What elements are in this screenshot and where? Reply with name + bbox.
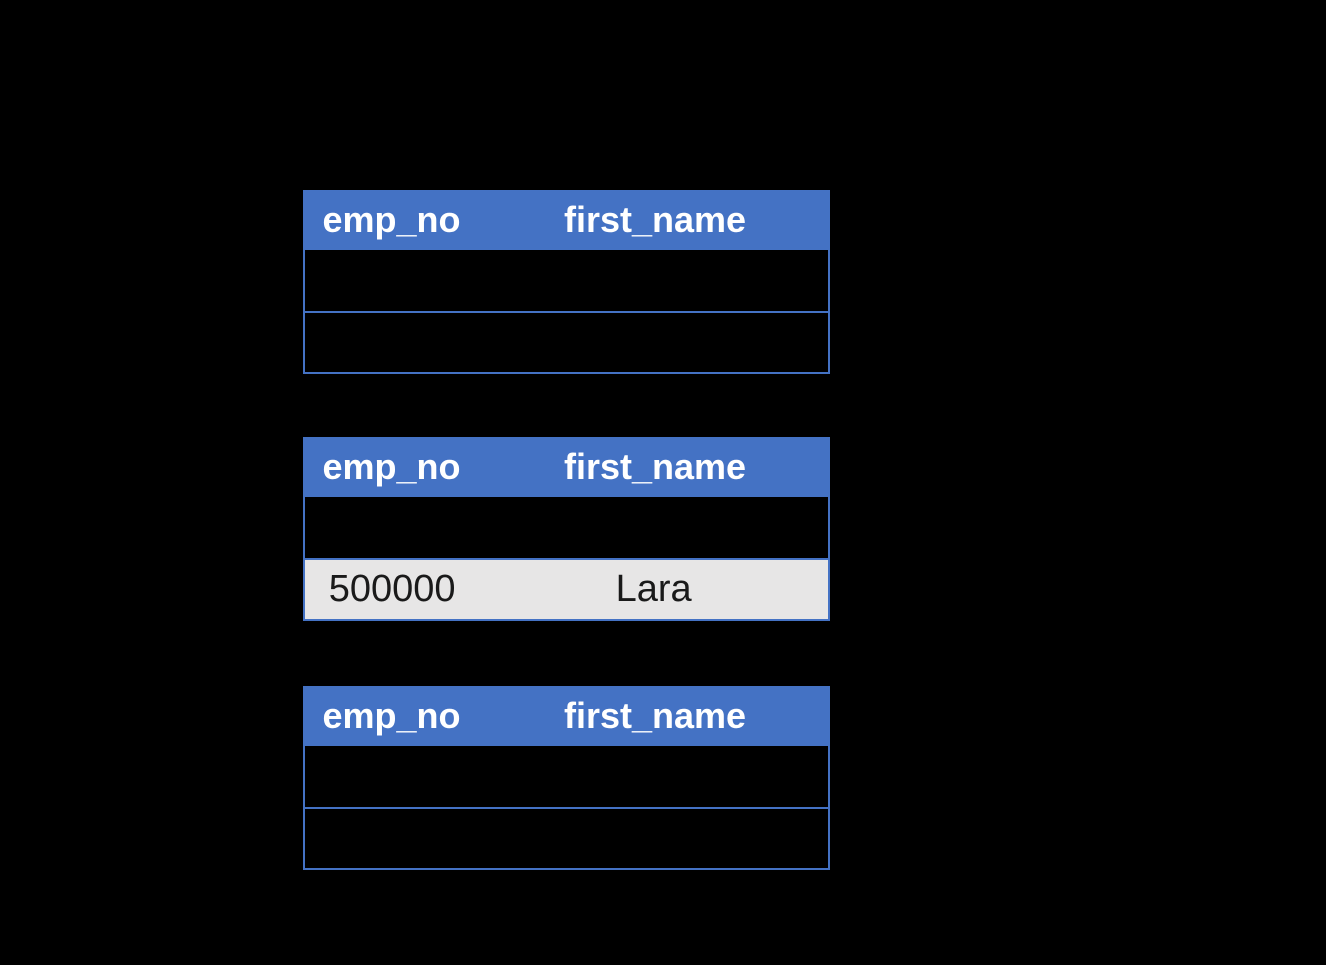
- table-row-highlighted: 500000 Lara: [303, 558, 830, 619]
- table-header-row: emp_no first_name: [303, 437, 830, 497]
- employees-table-middle: emp_no first_name 500000 Lara: [303, 437, 830, 621]
- cell-emp-no: [305, 497, 479, 558]
- column-header-emp-no: emp_no: [322, 446, 461, 487]
- cell-first-name: [479, 313, 828, 372]
- column-header-emp-no: emp_no: [322, 695, 461, 736]
- cell-emp-no: 500000: [328, 568, 456, 610]
- column-header-first-name: first_name: [563, 695, 747, 736]
- employees-table-top: emp_no first_name: [303, 190, 830, 374]
- cell-emp-no: [305, 250, 479, 311]
- column-header-first-name: first_name: [563, 446, 747, 487]
- table-row: [303, 746, 830, 807]
- cell-first-name: [479, 497, 828, 558]
- cell-first-name: [479, 250, 828, 311]
- cell-emp-no: [305, 746, 479, 807]
- table-row: [303, 311, 830, 372]
- table-row: [303, 497, 830, 558]
- cell-emp-no: [305, 809, 479, 868]
- column-header-emp-no: emp_no: [322, 199, 461, 240]
- employees-table-bottom: emp_no first_name: [303, 686, 830, 870]
- cell-emp-no: [305, 313, 479, 372]
- column-header-first-name: first_name: [563, 199, 747, 240]
- table-header-row: emp_no first_name: [303, 190, 830, 250]
- cell-first-name: [479, 809, 828, 868]
- table-row: [303, 807, 830, 868]
- cell-first-name: [479, 746, 828, 807]
- cell-first-name: Lara: [615, 568, 692, 610]
- table-row: [303, 250, 830, 311]
- table-header-row: emp_no first_name: [303, 686, 830, 746]
